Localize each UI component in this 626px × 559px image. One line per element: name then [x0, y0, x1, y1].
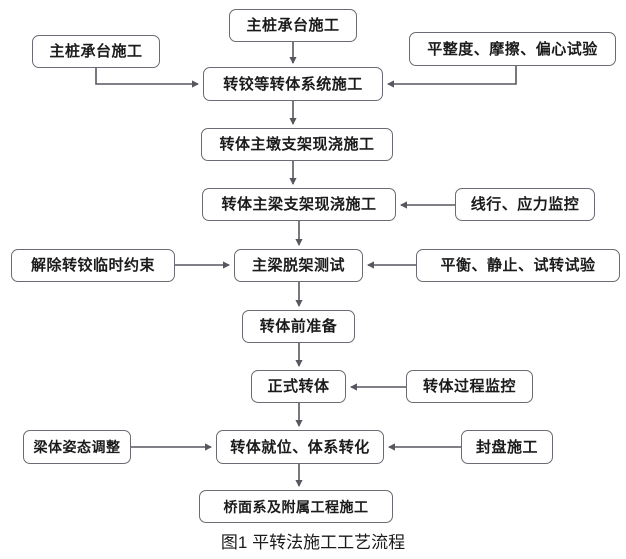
edge-edge-pile-cap-left-to-swivel	[95, 68, 199, 88]
figure-caption: 图1 平转法施工工艺流程	[220, 533, 406, 552]
node-label: 转体过程监控	[422, 378, 516, 395]
edge-edge-main-pier-to-main-girder	[289, 161, 297, 185]
node-label: 主桩承台施工	[49, 43, 143, 60]
edge-edge-process-monitoring-to-formal	[350, 383, 406, 391]
edge-edge-monitoring-to-main-girder	[400, 201, 455, 209]
node-alignment-stress-monitoring[interactable]: 线行、应力监控	[455, 188, 595, 221]
node-flatness-friction-eccentric-test[interactable]: 平整度、摩擦、偏心试验	[409, 32, 616, 66]
arrowhead	[223, 261, 230, 269]
arrowhead	[295, 300, 303, 307]
edge-edge-sealing-plate-to-in-place	[388, 443, 461, 451]
node-swivel-hinge-system-construction[interactable]: 转铰等转体系统施工	[203, 67, 383, 101]
node-main-pile-cap-left[interactable]: 主桩承台施工	[32, 35, 160, 68]
edge-edge-in-place-to-deck-system	[295, 464, 303, 487]
edge-edge-release-hinge-to-destressing	[175, 261, 230, 269]
node-rotation-process-monitoring[interactable]: 转体过程监控	[406, 370, 533, 403]
node-label: 转体前准备	[259, 318, 338, 335]
arrowhead	[205, 443, 212, 451]
node-label: 转铰等转体系统施工	[223, 75, 363, 93]
arrowhead	[387, 80, 394, 88]
node-label: 主梁脱架测试	[251, 257, 345, 274]
node-label: 平衡、静止、试转试验	[440, 257, 596, 274]
node-formal-rotation[interactable]: 正式转体	[251, 370, 346, 403]
node-label: 转体主梁支架现浇施工	[221, 196, 377, 213]
edge-edge-main-girder-to-destressing	[295, 221, 303, 246]
arrowhead	[295, 420, 303, 427]
edge-edge-swivel-to-main-pier	[289, 101, 297, 125]
edge-edge-formal-to-in-place	[295, 403, 303, 427]
edge-edge-pile-cap-top-to-swivel	[289, 42, 297, 64]
node-main-girder-bracket-cast-in-situ[interactable]: 转体主梁支架现浇施工	[202, 188, 396, 221]
arrowhead	[367, 261, 374, 269]
node-label: 桥面系及附属工程施工	[223, 498, 369, 515]
node-main-pier-bracket-cast-in-situ[interactable]: 转体主墩支架现浇施工	[201, 128, 393, 161]
node-pre-rotation-preparation[interactable]: 转体前准备	[242, 310, 355, 343]
node-main-pile-cap-top[interactable]: 主桩承台施工	[229, 9, 357, 42]
node-label: 正式转体	[267, 378, 330, 395]
node-label: 平整度、摩擦、偏心试验	[427, 40, 598, 58]
arrowhead	[295, 239, 303, 246]
edge-edge-pre-rotation-to-formal	[295, 343, 303, 367]
edge-edge-flatness-test-to-swivel	[387, 66, 517, 88]
node-label: 封盘施工	[475, 438, 538, 456]
arrowhead	[295, 480, 303, 487]
node-label: 线行、应力监控	[470, 196, 580, 213]
node-release-hinge-temporary-restraint[interactable]: 解除转铰临时约束	[11, 249, 175, 282]
arrowhead	[295, 360, 303, 367]
node-girder-destressing-test[interactable]: 主梁脱架测试	[234, 249, 363, 282]
arrowhead	[289, 118, 297, 125]
arrowhead	[350, 383, 357, 391]
edge-edge-balance-test-to-destressing	[367, 261, 416, 269]
arrowhead	[400, 201, 407, 209]
node-label: 转体就位、体系转化	[230, 438, 370, 456]
node-rotation-in-place-system-conversion[interactable]: 转体就位、体系转化	[216, 430, 384, 464]
arrowhead	[388, 443, 395, 451]
node-label: 解除转铰临时约束	[30, 257, 155, 274]
node-label: 转体主墩支架现浇施工	[219, 136, 375, 153]
node-sealing-plate-construction[interactable]: 封盘施工	[461, 430, 553, 464]
arrowhead	[289, 178, 297, 185]
edge-edge-destressing-to-pre-rotation	[295, 282, 303, 307]
node-deck-system-ancillary-works[interactable]: 桥面系及附属工程施工	[199, 490, 393, 523]
arrowhead	[192, 80, 199, 88]
edge-edge-attitude-adjust-to-in-place	[131, 443, 212, 451]
node-label: 梁体姿态调整	[33, 439, 121, 455]
arrowhead	[289, 57, 297, 64]
node-balance-static-trial-rotation-test[interactable]: 平衡、静止、试转试验	[416, 249, 620, 282]
node-label: 主桩承台施工	[246, 17, 340, 34]
node-girder-attitude-adjustment[interactable]: 梁体姿态调整	[23, 430, 131, 464]
